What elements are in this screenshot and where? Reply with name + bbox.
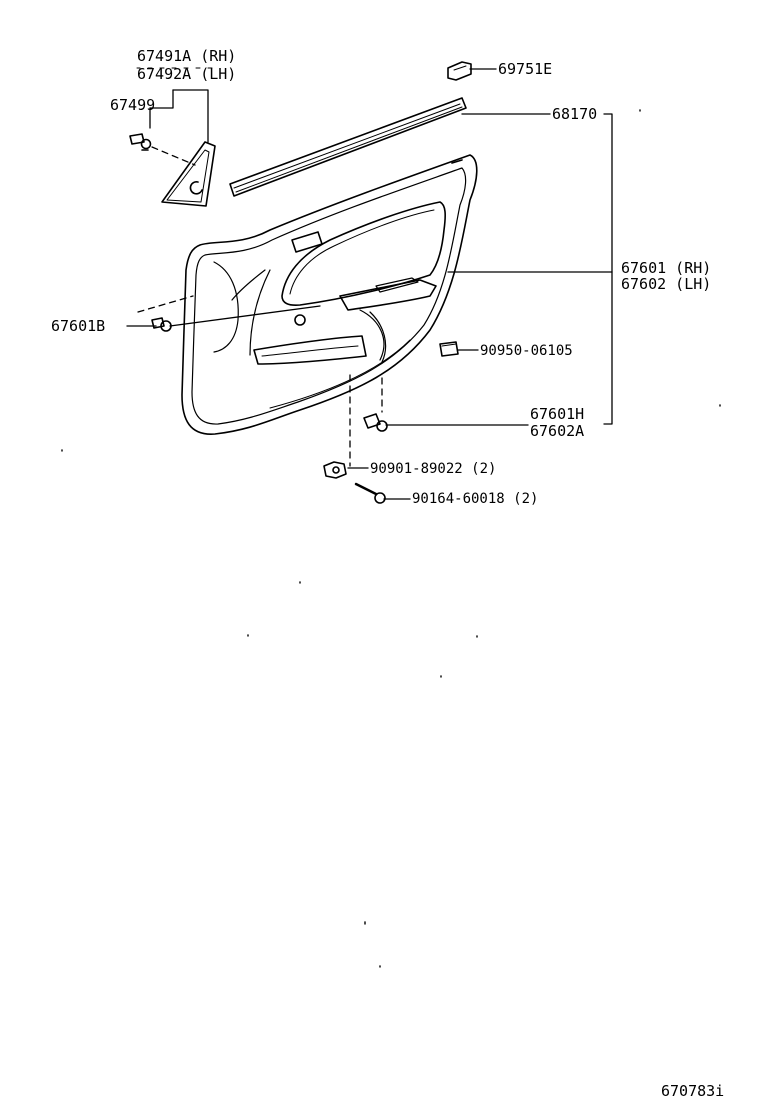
speck-marks	[61, 109, 721, 968]
weatherstrip	[229, 97, 467, 197]
door-clip	[363, 413, 388, 432]
nut-piece	[323, 461, 347, 479]
leader-lines	[126, 67, 613, 500]
part-number-garnish-rh: 67491A (RH)	[137, 47, 237, 65]
garnish-piece	[161, 141, 216, 207]
cap-piece	[439, 341, 459, 357]
part-number-nut: 90901-89022 (2)	[370, 461, 497, 477]
board-clip	[151, 317, 172, 332]
part-number-clip-h: 67601H	[530, 405, 585, 423]
garnish-clip	[129, 133, 152, 151]
part-number-weatherstrip: 68170	[552, 105, 598, 123]
part-number-cap: 90950-06105	[480, 343, 573, 359]
screw-piece	[354, 482, 386, 504]
figure-id: 670783i	[661, 1082, 725, 1100]
part-number-screw: 90164-60018 (2)	[412, 491, 539, 507]
switch-base	[447, 61, 472, 81]
part-number-board-rh: 67601 (RH)	[621, 259, 712, 277]
door-trim-board	[181, 154, 478, 435]
part-number-garnish-lh: 67492A (LH)	[137, 65, 237, 83]
part-number-garnish-clip: 67499	[110, 96, 156, 114]
part-number-clip-a: 67602A	[530, 422, 585, 440]
part-number-board-clip: 67601B	[51, 317, 106, 335]
part-number-switch-base: 69751E	[498, 60, 553, 78]
part-number-board-lh: 67602 (LH)	[621, 275, 712, 293]
